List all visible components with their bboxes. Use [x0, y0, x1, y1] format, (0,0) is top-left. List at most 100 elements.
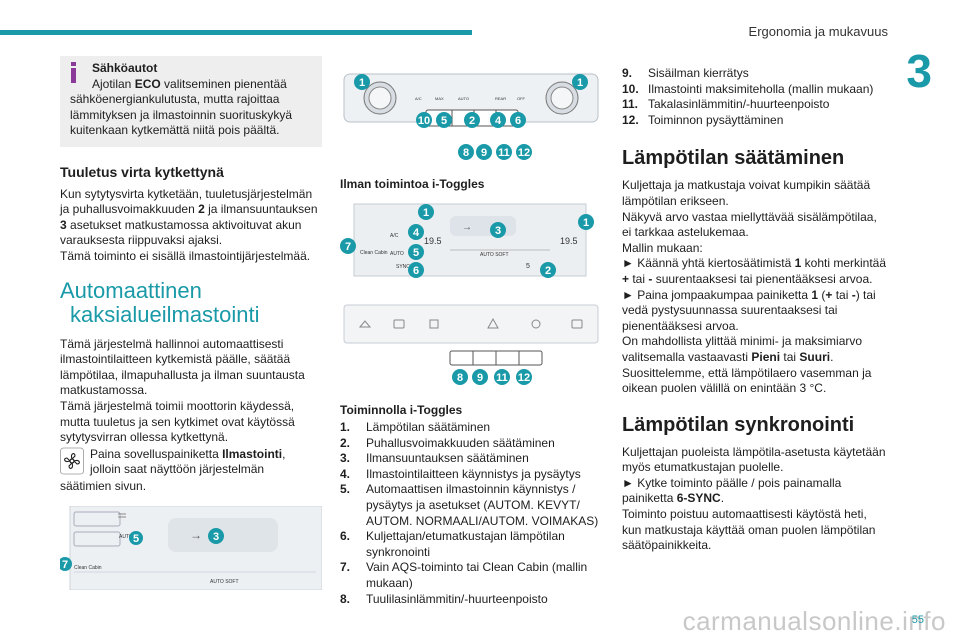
svg-text:1: 1	[359, 77, 365, 89]
chapter-header: Ergonomia ja mukavuus	[748, 24, 888, 39]
screen-auto-label: AUTO	[390, 251, 404, 257]
paragraph-controls-page: säätimien sivun.	[60, 478, 147, 493]
list-item-text: Vain AQS-toiminto tai Clean Cabin (malli…	[366, 560, 588, 590]
list-item-number: 5.	[340, 482, 351, 497]
temp-paragraph-6: On mahdollista ylittää minimi- ja maksim…	[622, 334, 863, 364]
list-item-text: Toiminnon pysäyttäminen	[648, 112, 784, 127]
list-item-text: Tuulilasinlämmitin/-huurteenpoisto	[366, 591, 548, 606]
screen-ac-label: A/C	[390, 233, 399, 239]
caption-with-itoggles: Toiminnolla i-Toggles	[340, 403, 463, 418]
svg-text:1: 1	[577, 77, 583, 89]
column-middle: A/C MAX AUTO REAR OFF 1 1 10 5 2 4 6 8 9…	[340, 66, 602, 607]
list-item-text: Ilmastointi maksimiteholla (mallin mukaa…	[648, 81, 874, 96]
list-item-number: 10.	[622, 81, 639, 96]
badge-7: 7	[58, 557, 72, 572]
svg-text:5: 5	[413, 247, 419, 259]
info-line1: Ajotilan ECO valitseminen pienentää	[92, 76, 287, 91]
list-item: 3. Ilmansuuntauksen säätäminen	[340, 451, 602, 467]
page-number: 55	[911, 614, 924, 626]
list-item: 9. Sisäilman kierrätys	[622, 66, 888, 82]
list-item-text: Ilmastointilaitteen käynnistys ja pysäyt…	[366, 466, 581, 481]
list-item-number: 3.	[340, 451, 351, 466]
paragraph-tuuletus: Kun sytytysvirta kytketään, tuuletusjärj…	[60, 186, 318, 248]
paragraph-tuuletus-note: Tämä toiminto ei sisällä ilmastointijärj…	[60, 248, 311, 263]
header-accent-bar	[0, 30, 472, 35]
list-item: 7.Vain AQS-toiminto tai Clean Cabin (mal…	[340, 560, 602, 591]
screen-temp-right: 19.5	[560, 236, 578, 246]
mini-clean-label: Clean Cabin	[74, 565, 102, 571]
svg-text:4: 4	[495, 115, 502, 127]
list-item-number: 6.	[340, 529, 351, 544]
screen-clean-label: Clean Cabin	[360, 250, 388, 256]
badge-4-top: 4	[490, 112, 506, 128]
console-label-rear: REAR	[495, 96, 506, 101]
svg-text:5: 5	[133, 533, 139, 545]
svg-text:→: →	[462, 222, 472, 233]
sync-paragraph-1: Kuljettajan puoleista lämpötila-asetusta…	[622, 444, 886, 475]
temp-paragraph-7: Suosittelemme, että lämpötilaero vasemma…	[622, 365, 872, 396]
section-title-auto-climate: Automaattinen kaksialueilmastointi	[60, 277, 260, 327]
list-item-text: Kuljettajan/etumatkustajan lämpötilan sy…	[366, 529, 565, 559]
screen-temp-left: 19.5	[424, 236, 442, 246]
badge-6-a: 6	[408, 262, 424, 279]
badge-3-a: 3	[490, 222, 506, 239]
fan-app-icon	[60, 447, 84, 475]
console-label-auto: AUTO	[458, 96, 469, 101]
controls-list-9-12: 9. Sisäilman kierrätys 10. Ilmastointi maks…	[622, 66, 888, 128]
badge-5-a: 5	[408, 244, 424, 261]
badge-5: 5	[129, 531, 143, 546]
badge-1-b: 1	[578, 214, 594, 231]
badge-3: 3	[208, 528, 224, 545]
svg-text:11: 11	[498, 147, 510, 159]
svg-text:12: 12	[518, 372, 530, 384]
svg-text:9: 9	[477, 372, 483, 384]
svg-text:3: 3	[213, 531, 219, 543]
badge-7-a: 7	[340, 238, 356, 255]
temp-paragraph-5: ► Paina jompaakumpaa painiketta 1 (+ tai…	[622, 287, 876, 333]
svg-text:→: →	[190, 528, 202, 542]
badge-12: 12	[516, 368, 532, 385]
heading-tuuletus: Tuuletus virta kytkettynä	[60, 163, 224, 180]
info-text: sähköenergiankulutusta, mutta rajoittaa …	[70, 92, 293, 138]
list-item: 6. Kuljettajan/etumatkustajan lämpötilan …	[340, 529, 602, 560]
badge-8: 8	[452, 368, 468, 385]
mini-auto-label: AUTO	[119, 534, 133, 540]
svg-text:5: 5	[441, 115, 447, 127]
svg-text:7: 7	[345, 241, 351, 253]
svg-text:12: 12	[518, 147, 530, 159]
console-label-max: MAX	[435, 96, 444, 101]
list-item-number: 9.	[622, 66, 633, 80]
badge-6-top: 6	[510, 112, 526, 128]
badge-2-top: 2	[464, 112, 480, 128]
badge-11: 11	[494, 368, 510, 385]
mini-touch-panel: AUTO → Clean Cabin AUTO SOFT 7 5 3	[58, 505, 323, 595]
badge-8-top: 8	[458, 144, 474, 160]
list-item: 11.Takalasinlämmitin/-huurteenpoisto	[622, 97, 888, 113]
list-item-text: Sisäilman kierrätys	[648, 66, 749, 80]
temp-paragraph-4: ► Käännä yhtä kiertosäätimistä 1 kohti m…	[622, 256, 887, 286]
temp-paragraph-2: Näkyvä arvo vastaa miellyttävää sisälämp…	[622, 209, 877, 240]
svg-text:6: 6	[515, 115, 521, 127]
list-item-number: 11.	[622, 97, 639, 112]
info-icon	[68, 62, 80, 84]
svg-text:3: 3	[495, 225, 501, 237]
list-item-number: 2.	[340, 435, 351, 450]
svg-text:1: 1	[423, 207, 429, 219]
svg-text:11: 11	[496, 372, 508, 384]
svg-text:2: 2	[545, 265, 551, 277]
svg-text:6: 6	[413, 265, 419, 277]
list-item-number: 1.	[340, 419, 351, 434]
climate-app-text: Paina sovelluspainiketta Ilmastointi, jo…	[90, 446, 286, 477]
console-label-ac: A/C	[415, 96, 422, 101]
badge-9: 9	[472, 368, 488, 385]
list-item: 5.Automaattisen ilmastoinnin käynnistys …	[340, 482, 602, 529]
badge-2-a: 2	[540, 262, 556, 279]
paragraph-system-intro: Tämä järjestelmä hallinnoi automaattises…	[60, 336, 305, 398]
svg-text:2: 2	[469, 115, 475, 127]
console-label-off: OFF	[517, 96, 526, 101]
list-item: 12.Toiminnon pysäyttäminen	[622, 113, 888, 129]
mini-autosoft-label: AUTO SOFT	[210, 579, 239, 585]
watermark: carmanualsonline.info	[682, 606, 946, 636]
badge-11-top: 11	[496, 144, 512, 160]
list-item-text: Ilmansuuntauksen säätäminen	[366, 451, 529, 466]
